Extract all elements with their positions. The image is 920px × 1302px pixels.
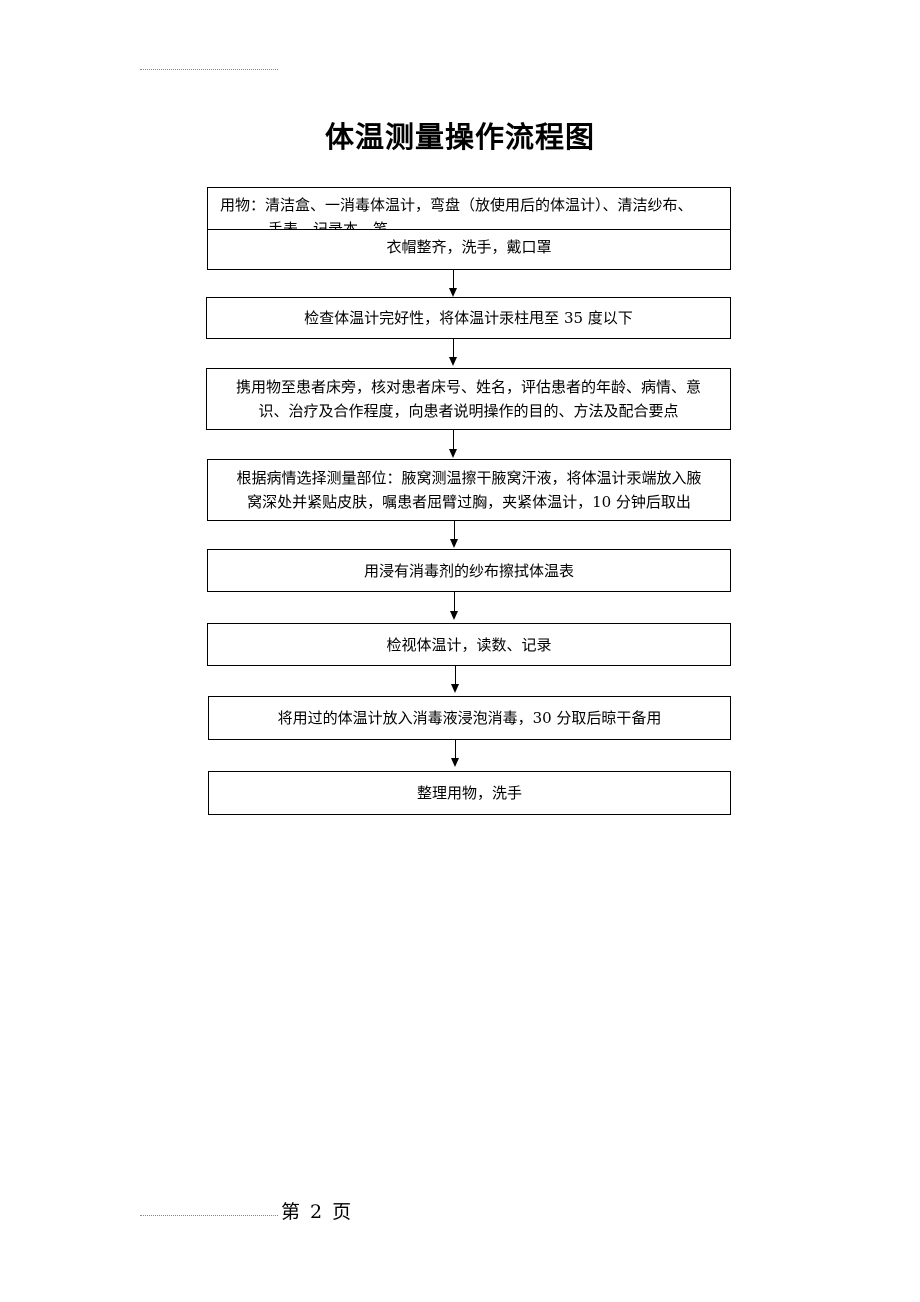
flow-step-3-line-2: 识、治疗及合作程度，向患者说明操作的目的、方法及配合要点 bbox=[258, 402, 679, 420]
flow-step-2: 检查体温计完好性，将体温计汞柱甩至 35 度以下 bbox=[206, 297, 731, 339]
flow-step-1: 衣帽整齐，洗手，戴口罩 bbox=[207, 229, 731, 270]
flow-step-4: 根据病情选择测量部位：腋窝测温擦干腋窝汗液，将体温计汞端放入腋 窝深处并紧贴皮肤… bbox=[207, 459, 731, 521]
flow-step-6-text: 检视体温计，读数、记录 bbox=[386, 635, 552, 654]
flow-step-8: 整理用物，洗手 bbox=[208, 771, 731, 815]
page-number: 第 2 页 bbox=[281, 1201, 354, 1223]
page-title: 体温测量操作流程图 bbox=[324, 120, 595, 154]
flow-step-3: 携用物至患者床旁，核对患者床号、姓名，评估患者的年龄、病情、意 识、治疗及合作程… bbox=[206, 368, 731, 430]
flow-step-5-text: 用浸有消毒剂的纱布擦拭体温表 bbox=[363, 561, 574, 580]
flow-step-7: 将用过的体温计放入消毒液浸泡消毒，30 分取后晾干备用 bbox=[208, 696, 731, 740]
flow-step-4-line-1: 根据病情选择测量部位：腋窝测温擦干腋窝汗液，将体温计汞端放入腋 bbox=[236, 469, 702, 487]
materials-line-1: 用物：清洁盒、一消毒体温计，弯盘（放使用后的体温计）、清洁纱布、 bbox=[220, 196, 693, 214]
flow-step-1-text: 衣帽整齐，洗手，戴口罩 bbox=[386, 238, 552, 256]
flow-step-6: 检视体温计，读数、记录 bbox=[207, 623, 731, 666]
flow-step-3-line-1: 携用物至患者床旁，核对患者床号、姓名，评估患者的年龄、病情、意 bbox=[235, 378, 701, 396]
flow-step-4-line-2: 窝深处并紧贴皮肤，嘱患者屈臂过胸，夹紧体温计，10 分钟后取出 bbox=[247, 493, 691, 511]
flow-step-2-text: 检查体温计完好性，将体温计汞柱甩至 35 度以下 bbox=[304, 309, 633, 327]
flow-step-5: 用浸有消毒剂的纱布擦拭体温表 bbox=[207, 549, 731, 592]
flow-step-8-text: 整理用物，洗手 bbox=[416, 784, 522, 802]
footer-rule bbox=[140, 1215, 278, 1216]
flow-step-7-text: 将用过的体温计放入消毒液浸泡消毒，30 分取后晾干备用 bbox=[277, 709, 662, 727]
header-rule bbox=[140, 69, 278, 70]
